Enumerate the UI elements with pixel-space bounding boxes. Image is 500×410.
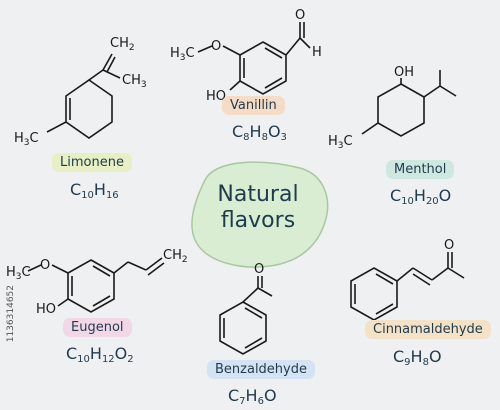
formula-limonene: C10H16	[70, 180, 119, 201]
eugenol-o: O	[40, 258, 50, 273]
cinnamaldehyde-structure	[350, 252, 465, 321]
benzaldehyde-o: O	[254, 262, 264, 277]
vanillin-o-methoxy: O	[211, 39, 221, 54]
vanillin-h3c: H3C	[170, 46, 195, 63]
benzaldehyde-structure	[219, 276, 273, 355]
eugenol-structure	[27, 257, 165, 313]
eugenol-ho: HO	[36, 302, 56, 317]
menthol-structure	[361, 70, 457, 137]
vanillin-h: H	[312, 45, 322, 60]
limonene-h3c: H3C	[14, 131, 39, 148]
formula-cinnamaldehyde: C9H8O	[393, 347, 442, 368]
center-title-line1: Natural	[217, 182, 299, 207]
formula-eugenol: C10H12O2	[66, 344, 134, 365]
label-menthol: Menthol	[386, 160, 455, 179]
center-blob	[191, 161, 329, 268]
formula-menthol: C10H20O	[390, 186, 452, 207]
label-eugenol: Eugenol	[63, 318, 132, 337]
label-cinnamaldehyde: Cinnamaldehyde	[365, 320, 491, 339]
limonene-ch2: CH2	[110, 36, 135, 53]
vanillin-o-top: O	[295, 8, 305, 23]
label-benzaldehyde: Benzaldehyde	[207, 360, 315, 379]
eugenol-h3c: H3C	[6, 265, 31, 282]
label-vanillin: Vanillin	[222, 96, 285, 115]
formula-vanillin: C8H8O3	[232, 122, 287, 143]
menthol-oh: OH	[394, 65, 414, 80]
menthol-h3c: H3C	[328, 134, 353, 151]
label-limonene: Limonene	[52, 153, 132, 172]
formula-benzaldehyde: C7H6O	[228, 386, 277, 407]
vanillin-ho: HO	[206, 89, 226, 104]
vanillin-structure	[197, 22, 311, 95]
side-id: 1136314652	[6, 285, 16, 343]
limonene-ch3: CH3	[122, 73, 147, 90]
center-title: Natural flavors	[198, 182, 318, 234]
limonene-structure	[46, 53, 121, 139]
eugenol-ch2: CH2	[163, 248, 188, 265]
cinnamaldehyde-o: O	[444, 238, 454, 253]
center-title-line2: flavors	[220, 208, 296, 233]
